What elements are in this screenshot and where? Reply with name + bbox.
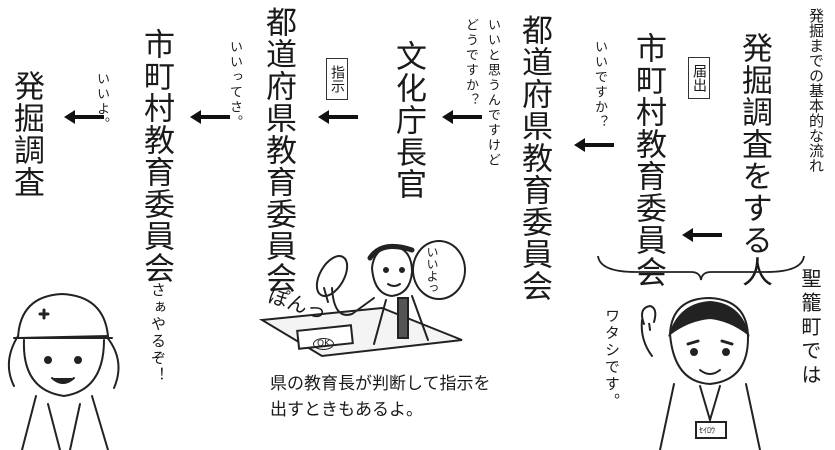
node-city-board: 市町村教育委員会 [630, 32, 666, 288]
diagram-title: 発掘までの基本的な流れ [807, 8, 825, 173]
node-city-board-2: 市町村教育委員会 [138, 28, 174, 284]
node-agency-commissioner: 文化庁長官 [390, 40, 426, 200]
arrow-left-icon [318, 110, 358, 124]
arrow-left-icon [682, 228, 722, 242]
caption-line-2: 出すときもあるよ。 [270, 400, 423, 420]
brace-icon [597, 255, 805, 281]
caption-line-1: 県の教育長が判断して指示を [270, 374, 491, 394]
speech-i-think-ok-1: いいと思うんですけど [485, 18, 500, 168]
arrow-left-icon [190, 110, 230, 124]
official-stamping-illustration [258, 243, 463, 358]
tag-notify: 届出 [688, 57, 710, 99]
speech-bubble [412, 240, 466, 300]
node-applicant: 発掘調査をする人 [736, 32, 772, 288]
speech-i-think-ok-2: どうですか？ [463, 18, 478, 108]
speech-its-me: ワタシです。 [603, 308, 621, 410]
node-prefecture-board: 都道府県教育委員会 [516, 14, 552, 302]
ok-stamp-mark: OK [313, 338, 334, 350]
applicant-illustration [640, 296, 761, 450]
name-badge: ｾｲﾛｳ [699, 426, 715, 435]
node-prefecture-board-2: 都道府県教育委員会 [260, 6, 296, 294]
speech-lets-go: さぁやるぞ！ [149, 282, 167, 384]
speech-bubble-text: いいよっ [425, 246, 439, 294]
node-excavation: 発掘調査 [8, 70, 44, 198]
arrow-left-icon [442, 110, 482, 124]
speech-they-said-ok: いいってさ。 [227, 40, 242, 130]
arrow-left-icon [64, 110, 104, 124]
tag-instruct: 指示 [326, 58, 348, 100]
speech-may-we: いいですか？ [592, 40, 607, 130]
worker-illustration [7, 292, 120, 450]
town-label: 聖籠町では [798, 268, 822, 388]
arrow-left-icon [574, 138, 614, 152]
